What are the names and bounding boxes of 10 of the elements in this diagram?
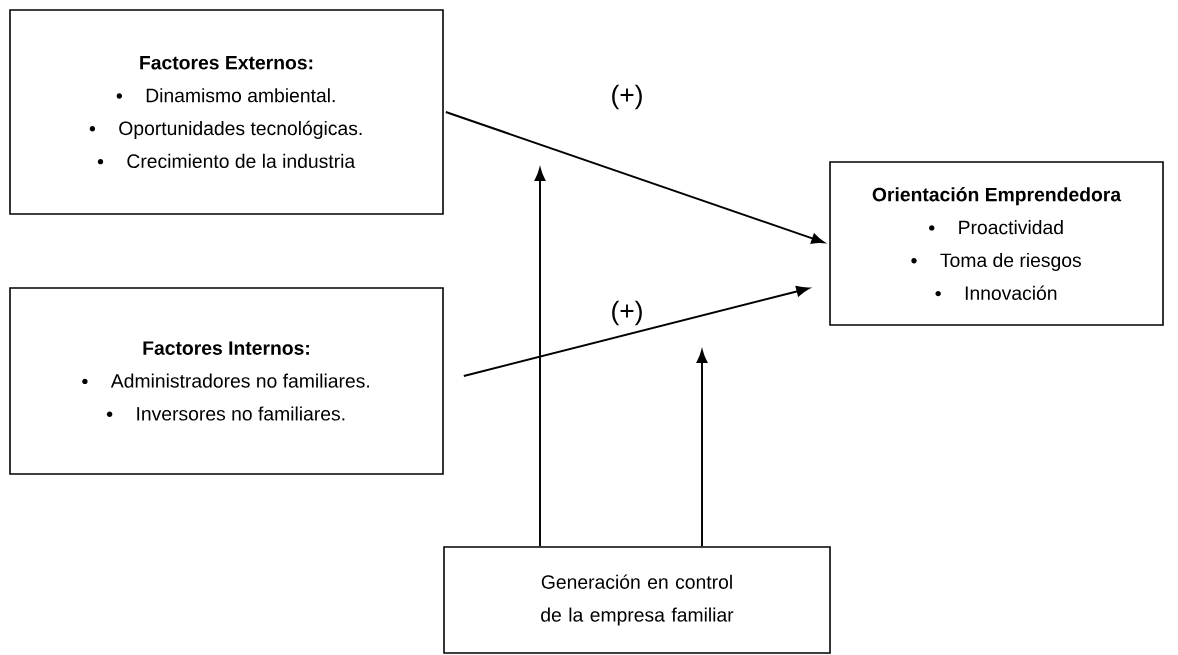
arrow xyxy=(444,111,825,244)
text-box: Factores Externos: Dinamismo ambiental. Oportunidades tecnológicas. Crecimiento de la industria xyxy=(9,9,444,215)
text-box: Orientación Emprendedora Proactividad Toma de riesgos Innovación xyxy=(829,161,1164,326)
arrow xyxy=(696,350,708,548)
arrow xyxy=(534,168,546,548)
edge-label: (+) xyxy=(608,298,646,328)
text-box: Factores Internos: Administradores no familiares. Inversores no familiares. xyxy=(9,287,444,475)
edge-label: (+) xyxy=(608,82,646,112)
arrow xyxy=(462,286,810,377)
text-box: Generación en control de la empresa familiar xyxy=(443,546,831,654)
